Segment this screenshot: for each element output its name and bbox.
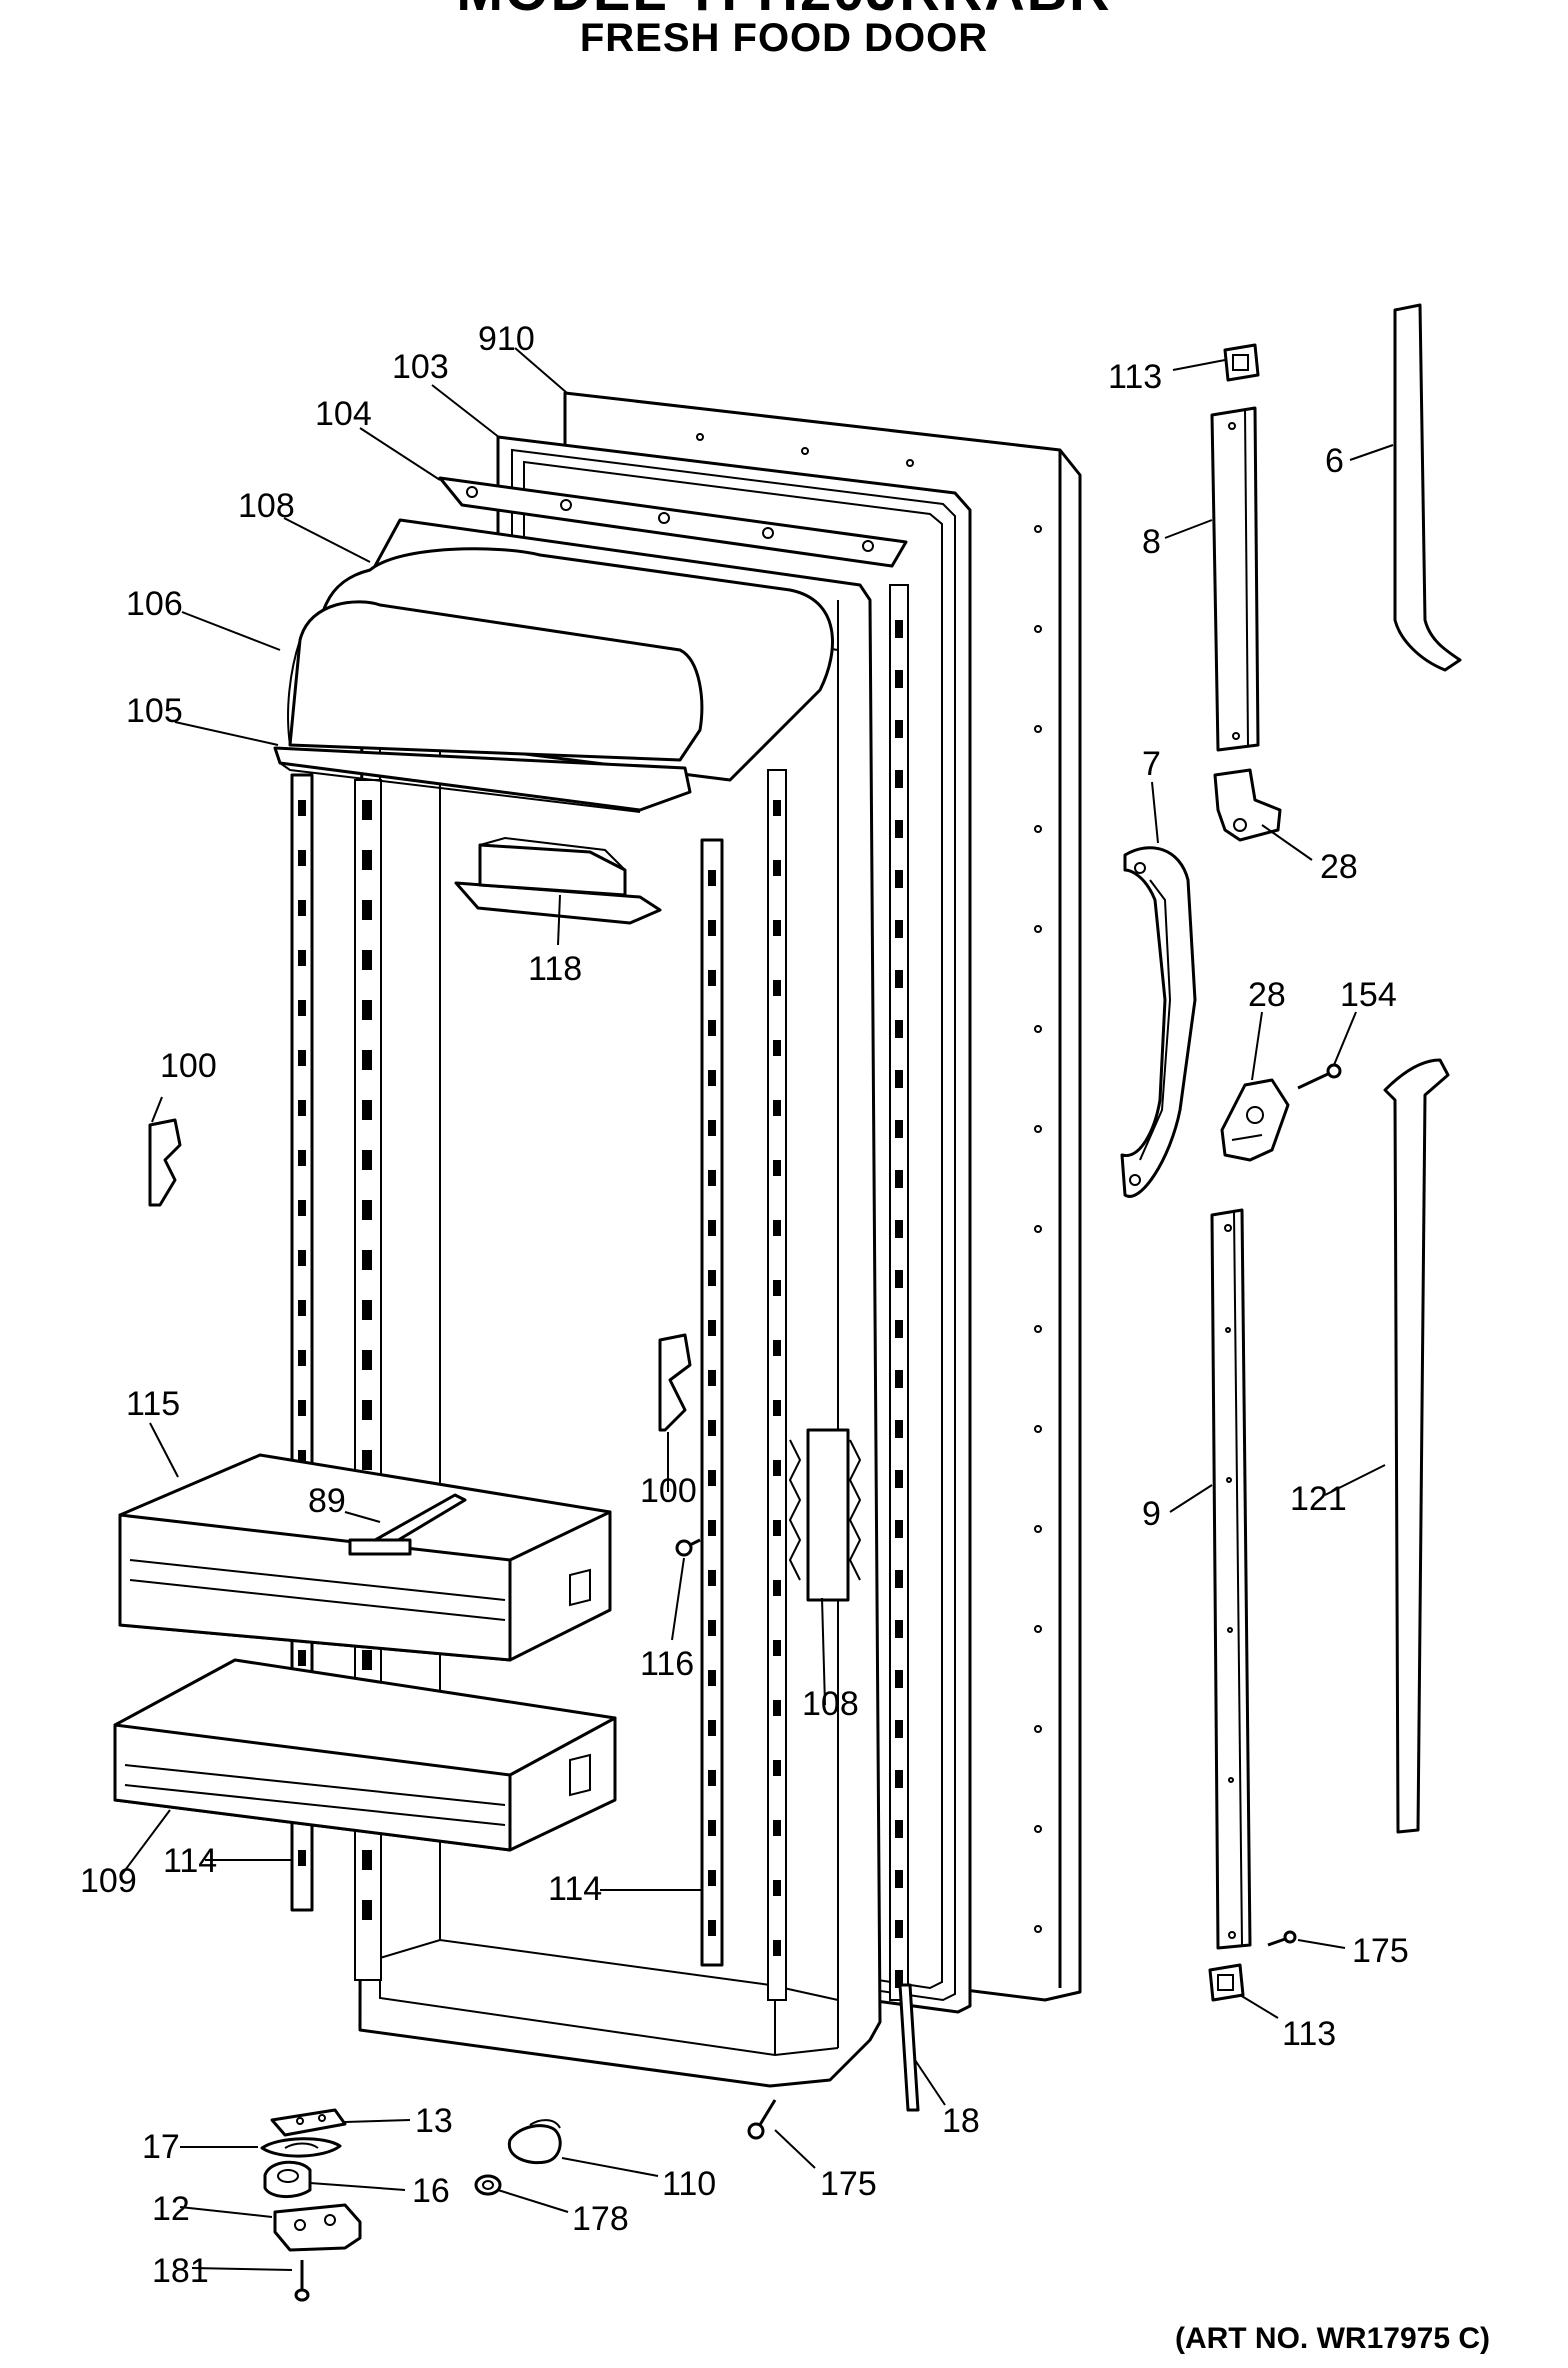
model-title: MODEL TFH20JRRABR — [0, 0, 1568, 23]
label-121: 121 — [1290, 1480, 1347, 1518]
door-handle — [1120, 846, 1197, 1198]
label-104: 104 — [315, 395, 372, 433]
label-89: 89 — [308, 1482, 346, 1520]
hinge-bushing-16 — [263, 2160, 312, 2198]
leader-lines — [119, 347, 1394, 2271]
label-178: 178 — [572, 2200, 629, 2238]
label-108-bottom: 108 — [802, 1685, 859, 1723]
end-cap-113-bottom — [1208, 1963, 1245, 2002]
gasket-strip-18 — [898, 1983, 920, 2112]
liner-trim-108 — [788, 1428, 862, 1602]
label-9: 9 — [1142, 1495, 1161, 1533]
label-109: 109 — [80, 1862, 137, 1900]
door-trim-6 — [1393, 303, 1462, 672]
label-175-right: 175 — [1352, 1932, 1409, 1970]
art-number: (ART NO. WR17975 C) — [1174, 2322, 1490, 2355]
screw-154 — [1297, 1063, 1342, 1090]
label-18: 18 — [942, 2102, 980, 2140]
screw-181 — [294, 2260, 310, 2302]
shelf-cam-right — [658, 1333, 692, 1432]
label-118: 118 — [528, 950, 582, 988]
label-13: 13 — [415, 2102, 453, 2140]
label-116: 116 — [640, 1645, 694, 1683]
diagram-subtitle: FRESH FOOD DOOR — [579, 16, 989, 60]
screw-175-bottom — [747, 2099, 777, 2140]
breaker-strip — [438, 476, 908, 568]
label-7: 7 — [1142, 745, 1161, 783]
hinge-12 — [273, 2203, 362, 2252]
label-17: 17 — [142, 2128, 180, 2166]
label-910: 910 — [478, 320, 535, 358]
door-bin-lower — [113, 1658, 617, 1852]
label-100-right: 100 — [640, 1472, 697, 1510]
label-106: 106 — [126, 585, 183, 623]
part-labels: 910 103 104 108 106 105 118 100 115 89 1… — [80, 320, 1409, 2290]
handle-trim-lower — [1210, 1208, 1252, 1950]
door-bin-upper — [118, 1453, 612, 1662]
door-trim-121 — [1383, 1058, 1450, 1834]
door-stop-28-lower — [1220, 1078, 1290, 1162]
handle-trim-upper — [1210, 406, 1260, 752]
screw-175-right — [1267, 1930, 1297, 1947]
label-113-bottom: 113 — [1282, 2015, 1336, 2053]
dairy-door — [273, 746, 692, 813]
shelf-cam-left — [148, 1118, 182, 1207]
butter-compartment — [454, 836, 662, 925]
label-100-left: 100 — [160, 1047, 217, 1085]
label-113-top: 113 — [1108, 358, 1162, 396]
label-108-top: 108 — [238, 487, 295, 525]
label-114-right: 114 — [548, 1870, 602, 1908]
dairy-compartment — [287, 547, 834, 782]
label-114-left: 114 — [163, 1842, 217, 1880]
label-175-bottom: 175 — [820, 2165, 877, 2203]
label-16: 16 — [412, 2172, 450, 2210]
label-12: 12 — [152, 2190, 190, 2228]
end-cap-113-top — [1223, 343, 1260, 382]
hinge-shim-17 — [260, 2137, 342, 2158]
hinge-plate-13 — [270, 2108, 347, 2137]
label-28-lower: 28 — [1248, 976, 1286, 1014]
door-stop-28-upper — [1213, 768, 1282, 842]
label-8: 8 — [1142, 523, 1161, 561]
washer-178 — [474, 2174, 502, 2196]
label-105: 105 — [126, 692, 183, 730]
label-110: 110 — [662, 2165, 716, 2203]
hinge-cover-110 — [507, 2119, 562, 2165]
label-28-upper: 28 — [1320, 848, 1358, 886]
label-6: 6 — [1325, 442, 1344, 480]
label-154: 154 — [1340, 976, 1397, 1014]
label-115: 115 — [126, 1385, 180, 1423]
shelf-support-right — [700, 838, 724, 1967]
label-181: 181 — [152, 2252, 209, 2290]
pin-116 — [675, 1538, 701, 1557]
label-103: 103 — [392, 348, 449, 386]
